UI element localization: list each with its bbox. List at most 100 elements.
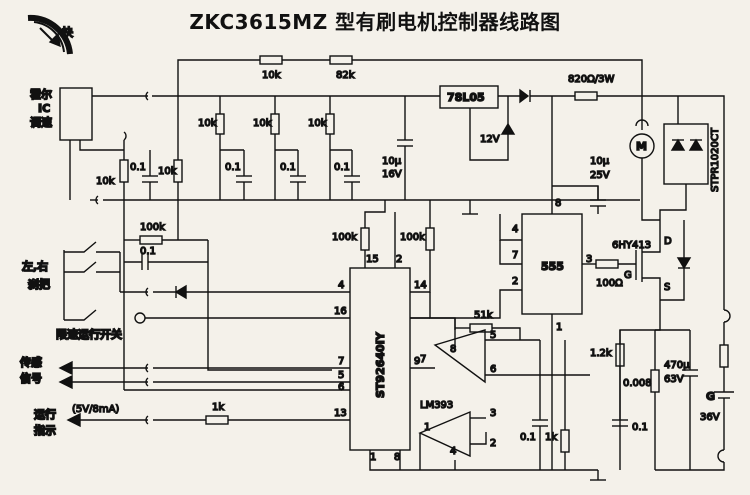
label-470u: 470μ <box>664 360 690 371</box>
t-pin-4: 4 <box>512 224 518 235</box>
cmp-pin-2: 2 <box>490 438 496 449</box>
t-pin-8: 8 <box>555 198 561 209</box>
label-10u-16: 10μ <box>382 156 402 167</box>
label-100k-a: 100k <box>140 222 165 233</box>
label-r2: 10k <box>253 118 272 129</box>
limit-switch-contact <box>134 312 146 324</box>
regulator-78l05 <box>439 85 499 109</box>
label-stpr: STPR1020CT <box>710 127 721 192</box>
label-c-01-c: 0.1 <box>520 432 536 443</box>
pin-8: 8 <box>394 452 400 463</box>
throttle-icon <box>27 14 73 55</box>
resistor-820 <box>574 91 598 101</box>
label-battery: G <box>706 390 715 403</box>
label-470v: 63V <box>664 374 684 385</box>
label-r3: 10k <box>308 118 327 129</box>
label-100: 100Ω <box>596 278 623 289</box>
speed-mark: 快 <box>61 25 74 39</box>
pullup-group <box>215 96 360 200</box>
t-pin-2: 2 <box>512 276 518 287</box>
comparator-b <box>418 410 471 458</box>
resistor-100 <box>595 259 619 269</box>
label-left-10k-b: 10k <box>158 166 177 177</box>
sensor-label-2: 信号 <box>20 371 42 385</box>
pin-1: 1 <box>370 452 376 463</box>
pin-14: 14 <box>414 280 427 291</box>
resistor-82k <box>329 55 353 65</box>
label-16v: 16V <box>382 169 402 180</box>
label-ic-main: ST92640IY <box>374 331 387 398</box>
indicator-label-2: 指示 <box>34 423 56 437</box>
t-pin-3: 3 <box>586 254 592 265</box>
label-100k-b: 100k <box>332 232 357 243</box>
label-left-10k-a: 10k <box>96 176 115 187</box>
cmp-pin-3: 3 <box>490 408 496 419</box>
label-25v: 25V <box>590 170 610 181</box>
indicator-level: (5V/8mA) <box>72 404 119 415</box>
label-10k-top: 10k <box>262 70 281 81</box>
zener-diode <box>500 122 516 135</box>
pin-13: 13 <box>334 408 347 419</box>
t-pin-7: 7 <box>512 250 518 261</box>
cmp-pin-4: 4 <box>450 446 456 457</box>
hall-label-1: 霍尔 <box>30 87 52 101</box>
label-100k-c: 100k <box>400 232 425 243</box>
label-555: 555 <box>541 260 564 273</box>
label-motor: M <box>636 140 647 153</box>
limit-switch-label: 限速运行开关 <box>56 327 122 341</box>
label-d: D <box>664 236 672 247</box>
resistor-1k-out <box>205 415 229 425</box>
label-c-01-b: 0.1 <box>140 246 156 257</box>
label-s: S <box>664 282 670 293</box>
page-title: ZKC3615MZ 型有刷电机控制器线路图 <box>189 10 561 34</box>
label-36v: 36V <box>700 412 720 423</box>
label-g: G <box>624 270 632 281</box>
pin-15: 15 <box>366 254 379 265</box>
pin-7: 7 <box>338 356 344 367</box>
label-82k: 82k <box>336 70 355 81</box>
label-mosfet: 6HY413 <box>612 240 651 251</box>
label-c1: 0.1 <box>225 162 241 173</box>
cmp-pin-7: 7 <box>420 354 426 365</box>
label-c2: 0.1 <box>280 162 296 173</box>
pin-2: 2 <box>396 254 402 265</box>
label-c3: 0.1 <box>334 162 350 173</box>
label-51k: 51k <box>474 310 493 321</box>
label-1k-out: 1k <box>212 402 224 413</box>
cmp-pin-5: 5 <box>490 330 496 341</box>
label-820: 820Ω/3W <box>568 74 614 85</box>
diode <box>519 88 530 104</box>
battery-fuse <box>719 344 729 368</box>
label-c-01-d: 0.1 <box>632 422 648 433</box>
brake-label-1: 左,右 <box>21 259 48 273</box>
hall-label-2: IC <box>38 102 50 115</box>
label-78l05: 78L05 <box>447 91 485 104</box>
label-1k-b: 1k <box>545 432 557 443</box>
diode-brake <box>174 284 187 300</box>
diode-module <box>663 123 709 185</box>
indicator-label-1: 运行 <box>34 407 56 421</box>
pin-4: 4 <box>338 280 344 291</box>
resistor-10k-top <box>259 55 283 65</box>
wire <box>177 59 260 96</box>
label-12v: 12V <box>480 134 500 145</box>
label-12k: 1.2k <box>590 348 612 359</box>
sensor-label-1: 传感 <box>19 355 42 369</box>
hall-label-3: 调速 <box>30 115 52 129</box>
hall-sensor-box <box>59 87 93 141</box>
pin-9: 9 <box>414 356 420 367</box>
pin-5: 5 <box>338 370 344 381</box>
t-pin-1: 1 <box>556 322 562 333</box>
comparator-a <box>433 329 486 384</box>
pin-16: 16 <box>334 306 347 317</box>
cmp-pin-1: 1 <box>424 422 430 433</box>
connector <box>145 91 149 101</box>
label-10u-25: 10μ <box>590 156 610 167</box>
brake-label-2: 刹把 <box>28 277 50 291</box>
ic-main <box>349 267 411 451</box>
label-left-c: 0.1 <box>130 162 146 173</box>
label-lm393: LM393 <box>420 400 453 411</box>
resistor-100k-a <box>139 235 163 245</box>
label-r1: 10k <box>198 118 217 129</box>
